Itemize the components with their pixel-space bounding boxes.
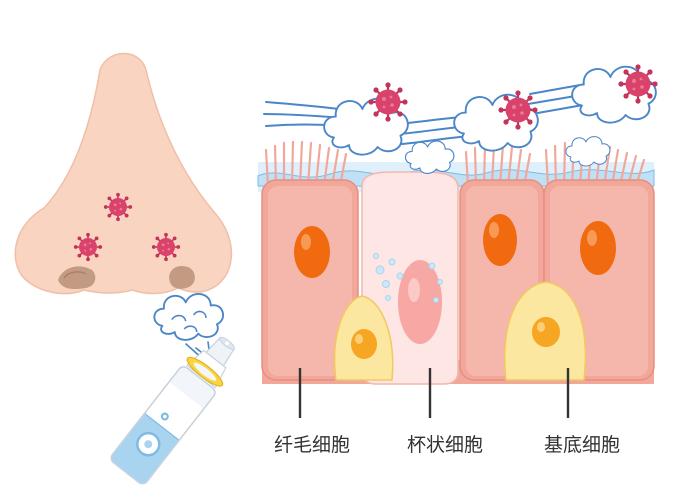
nasal-spray-icon (108, 336, 235, 487)
airflow-lines (263, 81, 601, 145)
basal-cell (333, 295, 394, 381)
label-ciliated-cell: 纤毛细胞 (274, 434, 350, 456)
virus-icon (367, 81, 409, 123)
nose-icon (14, 52, 233, 295)
basal-cell (504, 281, 587, 381)
virus-icon (617, 63, 659, 105)
ciliated-cell (261, 179, 359, 381)
mist-cloud-icon (404, 140, 455, 174)
leader-lines (298, 368, 570, 418)
mist-cloud-icon (153, 293, 225, 341)
virus-icon (73, 232, 103, 262)
epithelium (257, 140, 655, 385)
virus-icon (103, 192, 133, 222)
label-goblet-cell: 杯状细胞 (407, 434, 483, 456)
virus-icon (151, 232, 181, 262)
label-basal-cell: 基底细胞 (544, 434, 620, 456)
virus-icon (497, 89, 539, 131)
mist-cloud-icon (565, 136, 611, 167)
